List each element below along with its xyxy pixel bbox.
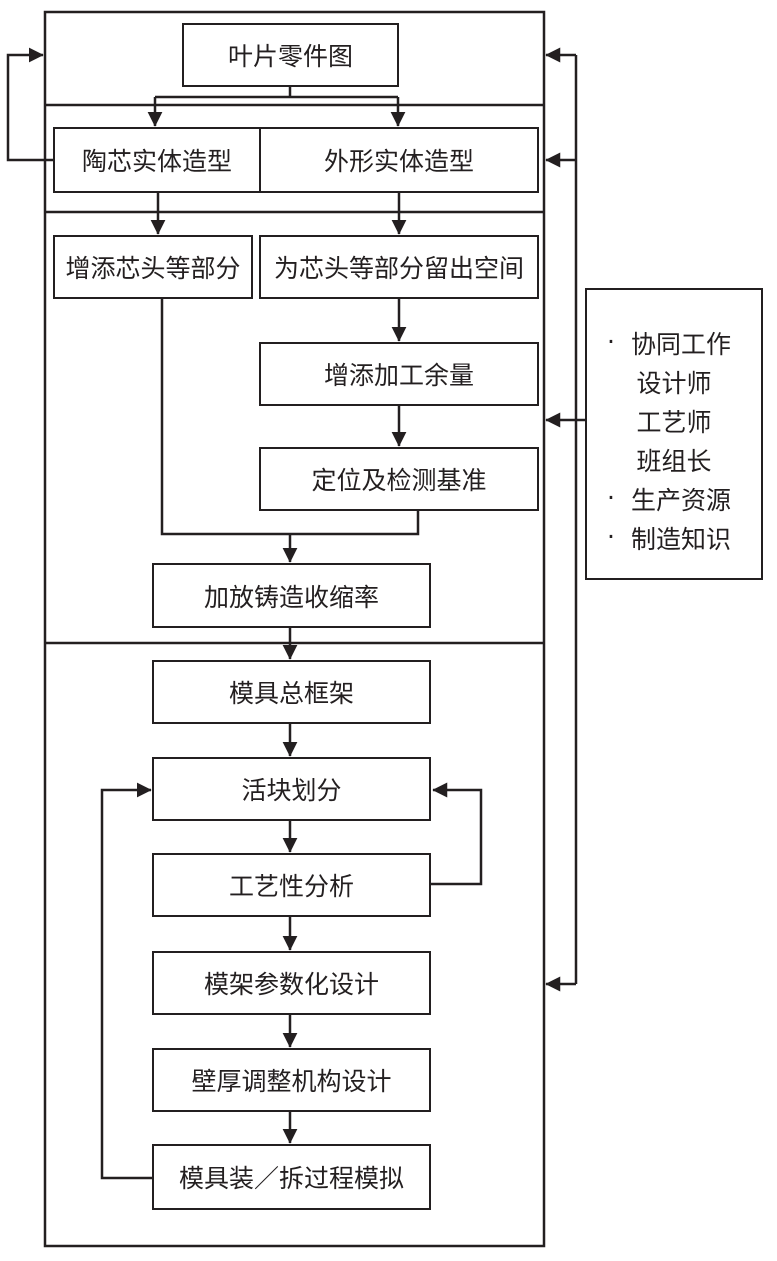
line-datum-down (290, 510, 420, 536)
bullet: · (607, 522, 615, 551)
line-add-down (160, 298, 290, 536)
bullet: · (607, 483, 615, 512)
production-label: 生产资源 (630, 486, 731, 515)
arrow-core-feedback (6, 47, 53, 162)
side-panel: · 协同工作 设计师 工艺师 班组长 · 生产资源 · 制造知识 (585, 288, 763, 580)
collab-label: 协同工作 (630, 330, 731, 359)
box-param-design: 模架参数化设计 (152, 951, 431, 1015)
box-add-allowance: 增添加工余量 (259, 342, 539, 406)
box-shrinkage: 加放铸造收缩率 (152, 563, 431, 628)
bullet: · (607, 327, 615, 356)
box-wall-mechanism: 壁厚调整机构设计 (152, 1048, 431, 1112)
box-blade-drawing: 叶片零件图 (182, 23, 399, 87)
knowledge-label: 制造知识 (630, 525, 731, 554)
box-outer-solid: 外形实体造型 (259, 127, 539, 193)
arrow-asm-feedback (100, 782, 153, 1180)
box-reserve-space: 为芯头等部分留出空间 (259, 235, 539, 299)
arrow-proc-feedback (431, 782, 483, 886)
box-block-division: 活块划分 (152, 757, 431, 821)
box-core-solid: 陶芯实体造型 (53, 127, 261, 193)
box-assembly-sim: 模具装／拆过程模拟 (152, 1144, 431, 1210)
box-mold-frame: 模具总框架 (152, 660, 431, 724)
outer-frame (43, 10, 546, 1248)
box-process-analysis: 工艺性分析 (152, 853, 431, 917)
team-leader-label: 班组长 (636, 447, 712, 476)
designer-label: 设计师 (636, 369, 712, 398)
technologist-label: 工艺师 (636, 408, 712, 437)
box-datum: 定位及检测基准 (259, 447, 539, 511)
box-add-core-head: 增添芯头等部分 (53, 235, 253, 299)
